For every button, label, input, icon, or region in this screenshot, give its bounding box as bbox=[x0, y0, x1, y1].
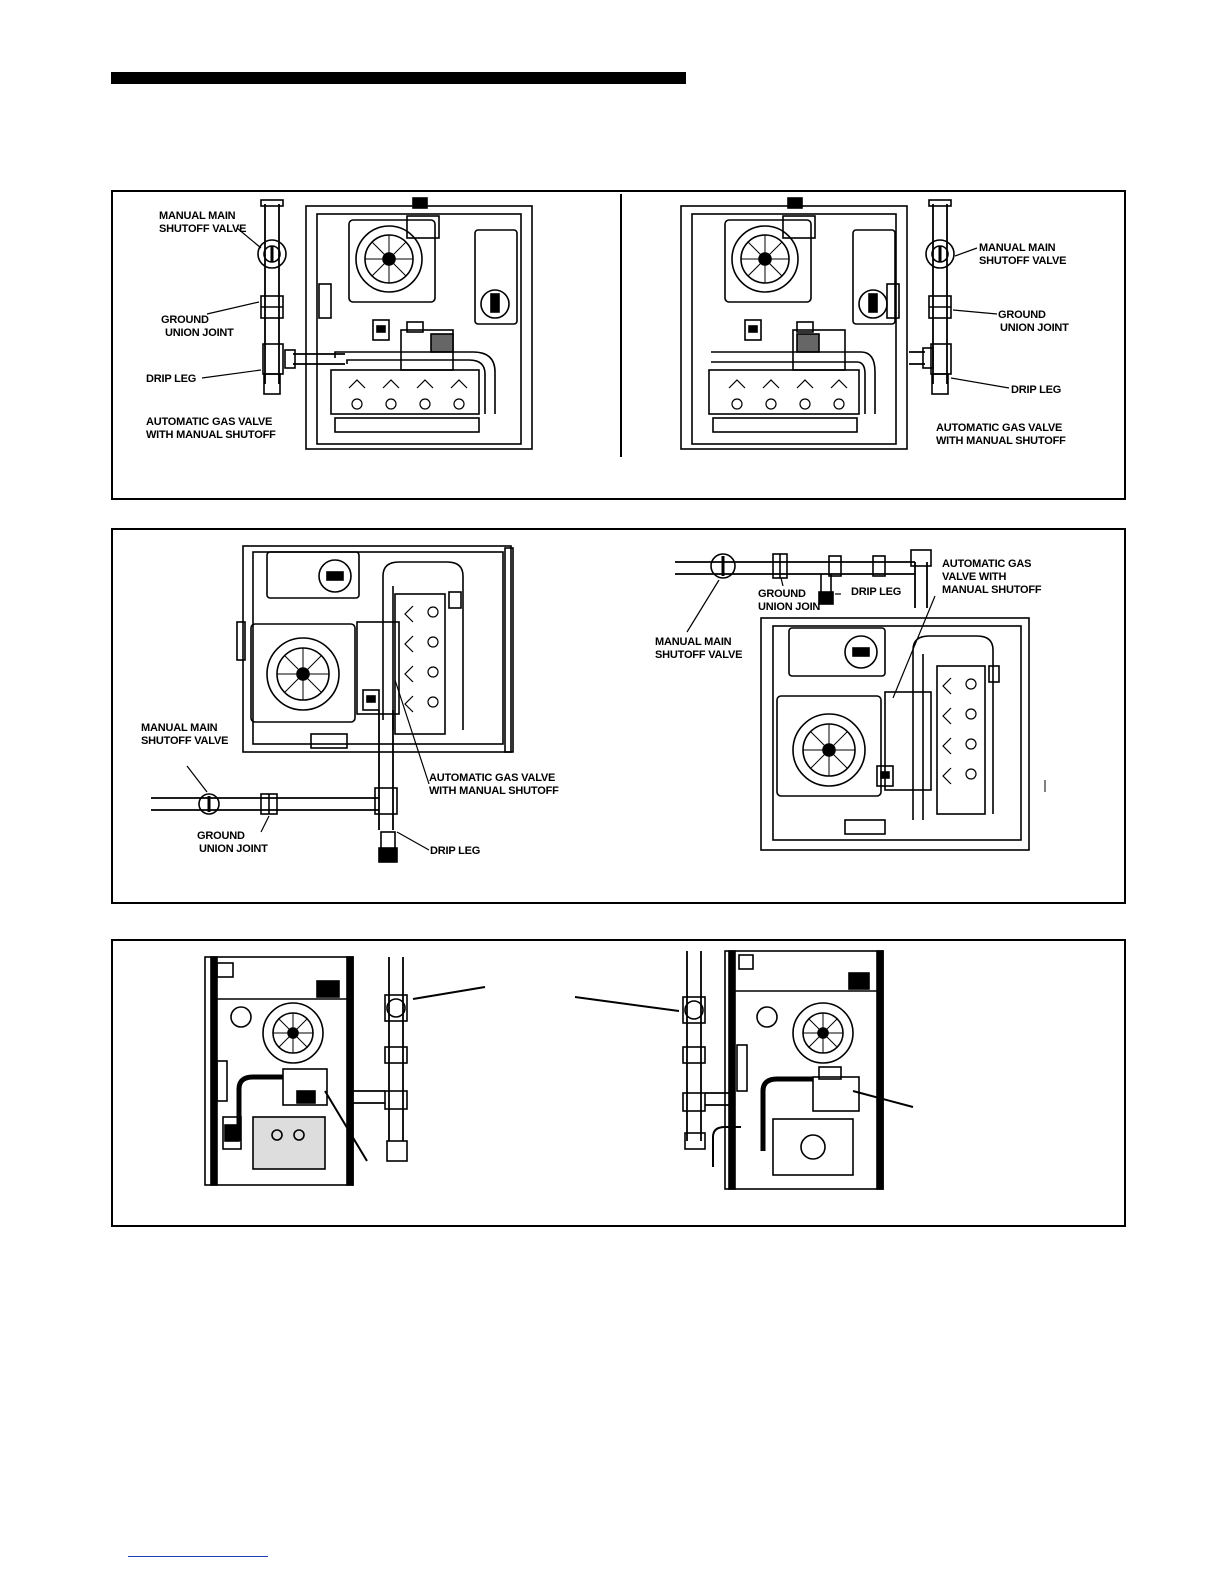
footer-rule bbox=[128, 1556, 268, 1557]
header-rule bbox=[111, 72, 686, 84]
label-drip-leg: DRIP LEG bbox=[146, 373, 197, 385]
furnace-right bbox=[680, 197, 1010, 450]
label-drip-leg-h-right: DRIP LEG bbox=[851, 586, 902, 598]
furnace-left bbox=[201, 197, 533, 450]
furnace-downflow-left bbox=[204, 956, 486, 1186]
downflow-diagram bbox=[204, 950, 914, 1190]
panel-downflow bbox=[111, 939, 1126, 1227]
horizontal-diagram bbox=[151, 545, 1046, 863]
label-drip-leg-right: DRIP LEG bbox=[1011, 384, 1062, 396]
furnace-horizontal-left bbox=[151, 545, 514, 863]
furnace-downflow-right bbox=[574, 950, 914, 1190]
upflow-diagram bbox=[201, 194, 1010, 457]
furnace-horizontal-right bbox=[675, 549, 1046, 851]
label-drip-leg-h-left: DRIP LEG bbox=[430, 845, 481, 857]
